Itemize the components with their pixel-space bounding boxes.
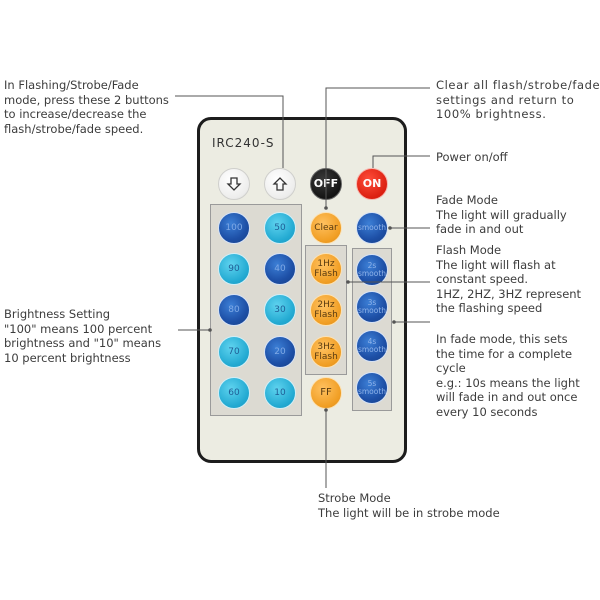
flash-3hz-button[interactable]: 3Hz Flash	[310, 336, 342, 368]
brightness-90-button[interactable]: 90	[218, 253, 250, 285]
arrow-up-icon	[272, 177, 288, 191]
smooth-3s-label: 3s smooth	[357, 298, 387, 315]
brightness-80-button[interactable]: 80	[218, 294, 250, 326]
brightness-10-button[interactable]: 10	[264, 377, 296, 409]
flash-3hz-label: 3Hz Flash	[314, 342, 338, 362]
brightness-40-button[interactable]: 40	[264, 253, 296, 285]
brightness-40-label: 40	[274, 264, 286, 274]
model-label: IRC240-S	[212, 136, 275, 150]
ff-label: FF	[320, 387, 332, 398]
brightness-20-button[interactable]: 20	[264, 336, 296, 368]
brightness-100-label: 100	[225, 223, 243, 233]
annotation-strobe-mode: Strobe Mode The light will be in strobe …	[318, 491, 500, 520]
smooth-2s-button[interactable]: 2s smooth	[356, 254, 388, 286]
brightness-80-label: 80	[228, 305, 240, 315]
annotation-power: Power on/off	[436, 150, 508, 164]
brightness-90-label: 90	[228, 264, 240, 274]
smooth-5s-label: 5s smooth	[357, 379, 387, 396]
annotation-flashing-speed: In Flashing/Strobe/Fade mode, press thes…	[4, 78, 169, 136]
annotation-clear: Clear all flash/strobe/fade settings and…	[436, 78, 600, 121]
brightness-70-button[interactable]: 70	[218, 336, 250, 368]
annotation-fade-time: In fade mode, this sets the time for a c…	[436, 332, 580, 419]
brightness-30-label: 30	[274, 305, 286, 315]
flash-1hz-label: 1Hz Flash	[314, 259, 338, 279]
on-label: ON	[362, 177, 382, 190]
smooth-4s-label: 4s smooth	[357, 337, 387, 354]
smooth-4s-button[interactable]: 4s smooth	[356, 330, 388, 362]
clear-button[interactable]: Clear	[310, 212, 342, 244]
annotation-brightness: Brightness Setting "100" means 100 perce…	[4, 307, 162, 365]
brightness-30-button[interactable]: 30	[264, 294, 296, 326]
flash-2hz-button[interactable]: 2Hz Flash	[310, 294, 342, 326]
annotation-fade-mode: Fade Mode The light will gradually fade …	[436, 193, 567, 236]
smooth-2s-label: 2s smooth	[357, 261, 387, 278]
smooth-label: smooth	[357, 223, 387, 232]
strobe-ff-button[interactable]: FF	[310, 377, 342, 409]
brightness-60-label: 60	[228, 388, 240, 398]
flash-2hz-label: 2Hz Flash	[314, 300, 338, 320]
arrow-down-icon	[226, 177, 242, 191]
brightness-10-label: 10	[274, 388, 286, 398]
flash-1hz-button[interactable]: 1Hz Flash	[310, 253, 342, 285]
clear-label: Clear	[314, 223, 338, 233]
annotation-flash-mode: Flash Mode The light will flash at const…	[436, 243, 582, 315]
brightness-60-button[interactable]: 60	[218, 377, 250, 409]
brightness-50-button[interactable]: 50	[264, 212, 296, 244]
brightness-100-button[interactable]: 100	[218, 212, 250, 244]
off-button[interactable]: OFF	[310, 168, 342, 200]
smooth-5s-button[interactable]: 5s smooth	[356, 372, 388, 404]
brightness-70-label: 70	[228, 347, 240, 357]
fade-smooth-button[interactable]: smooth	[356, 212, 388, 244]
off-label: OFF	[313, 177, 339, 190]
speed-up-button[interactable]	[264, 168, 296, 200]
on-button[interactable]: ON	[356, 168, 388, 200]
smooth-3s-button[interactable]: 3s smooth	[356, 291, 388, 323]
brightness-50-label: 50	[274, 223, 286, 233]
brightness-20-label: 20	[274, 347, 286, 357]
speed-down-button[interactable]	[218, 168, 250, 200]
